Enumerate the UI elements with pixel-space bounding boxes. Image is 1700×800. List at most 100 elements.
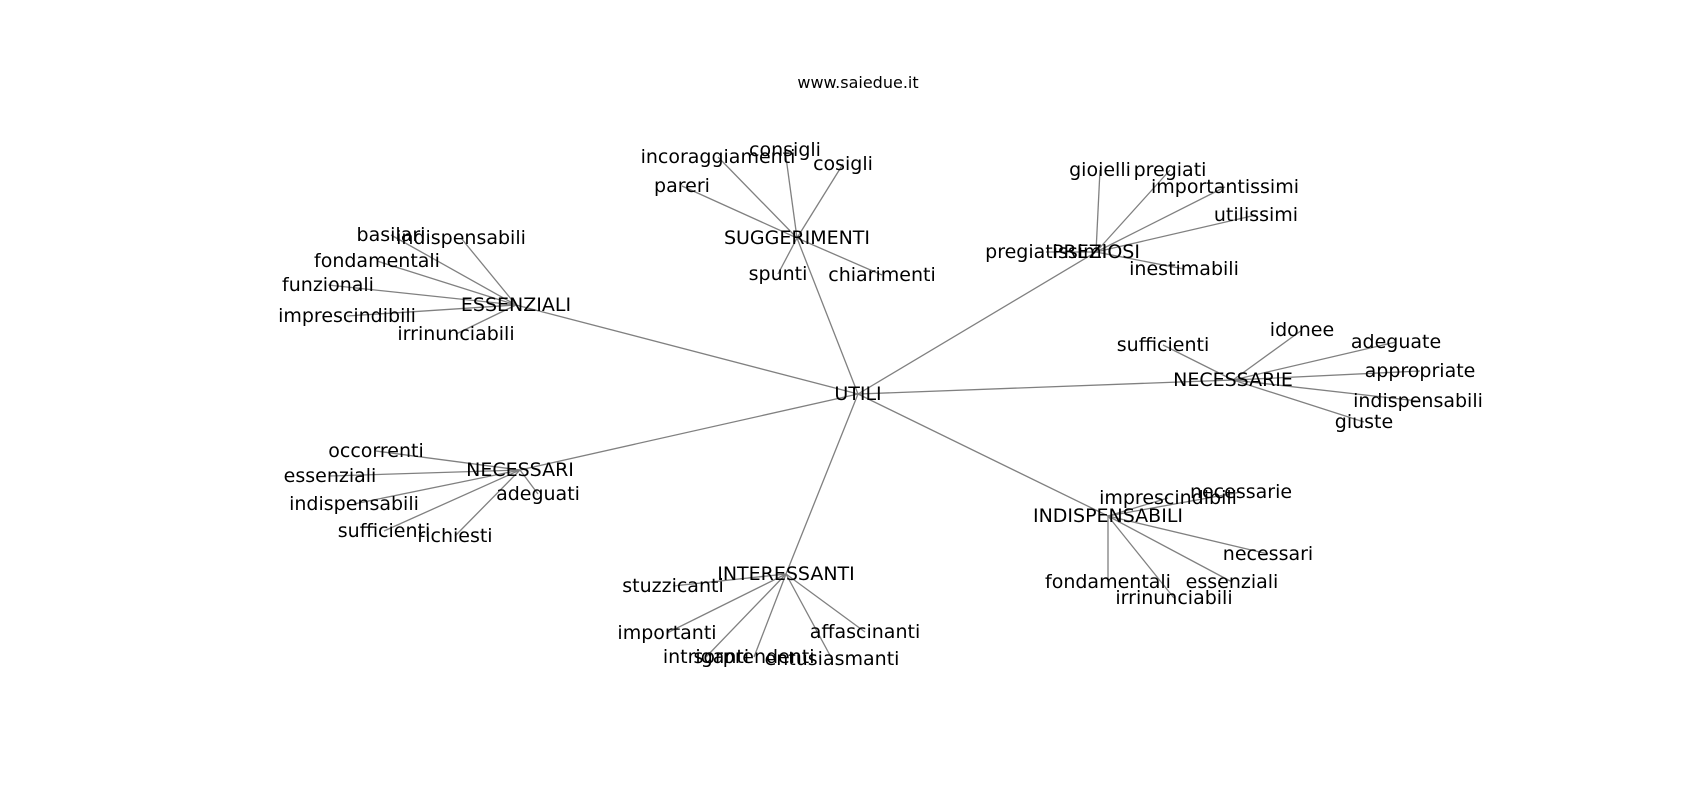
edge-root-to-group [857, 393, 1109, 517]
leaf-node: richiesti [417, 525, 492, 547]
root-node: UTILI [834, 383, 881, 405]
leaf-node: spunti [749, 263, 808, 285]
leaf-node: importanti [617, 622, 716, 644]
leaf-node: stuzzicanti [622, 575, 723, 597]
leaf-node: indispensabili [1353, 390, 1483, 412]
edge-group-to-leaf [1095, 186, 1226, 253]
leaf-node: incoraggiamenti [641, 146, 796, 168]
edge-group-to-leaf [383, 469, 521, 532]
leaf-node: importantissimi [1151, 176, 1299, 198]
leaf-node: idonee [1270, 319, 1334, 341]
edge-group-to-leaf [1232, 379, 1365, 423]
edge-group-to-leaf [1107, 515, 1233, 583]
leaf-node: essenziali [1186, 571, 1279, 593]
leaf-node: consigli [749, 139, 821, 161]
edge-group-to-leaf [1107, 491, 1242, 517]
edge-group-to-leaf [1095, 251, 1185, 270]
leaf-node: imprescindibili [278, 305, 416, 327]
leaf-node: inestimabili [1129, 258, 1239, 280]
site-url: www.saiedue.it [797, 73, 918, 92]
edge-group-to-leaf [1107, 515, 1175, 599]
edge-group-to-leaf [785, 573, 833, 660]
edge-group-to-leaf [1232, 341, 1397, 381]
edge-group-to-leaf [1232, 329, 1303, 381]
edge-root-to-group [519, 393, 859, 471]
leaf-node: irrinunciabili [1115, 587, 1232, 609]
edge-group-to-leaf [705, 573, 787, 658]
leaf-node: pregiati [1134, 159, 1207, 181]
group-node: INDISPENSABILI [1033, 505, 1183, 527]
group-node: SUGGERIMENTI [724, 227, 870, 249]
edge-group-to-leaf [353, 469, 521, 505]
edge-group-to-leaf [785, 573, 866, 633]
edge-root-to-group [796, 237, 859, 395]
edge-group-to-leaf [681, 185, 798, 239]
leaf-node: pareri [654, 175, 710, 197]
leaf-node: sorprendenti [693, 646, 814, 668]
edge-group-to-leaf [796, 163, 844, 239]
leaf-node: occorrenti [328, 440, 423, 462]
leaf-node: appropriate [1365, 360, 1476, 382]
leaf-node: adeguati [496, 483, 580, 505]
edge-group-to-leaf [454, 469, 521, 537]
edge-group-to-leaf [717, 156, 798, 239]
edge-group-to-leaf [1095, 214, 1257, 253]
edge-group-to-leaf [666, 573, 787, 634]
leaf-node: intriganti [663, 646, 749, 668]
leaf-node: indispensabili [396, 227, 526, 249]
leaf-node: gioielli [1069, 159, 1131, 181]
leaf-node: sufficienti [338, 520, 431, 542]
edge-group-to-leaf [327, 284, 517, 306]
leaf-node: entusiasmanti [765, 648, 900, 670]
leaf-node: necessari [1223, 543, 1313, 565]
leaf-node: adeguate [1351, 331, 1441, 353]
edge-group-to-leaf [460, 237, 517, 306]
edge-group-to-leaf [376, 260, 517, 306]
edge-group-to-leaf [375, 450, 521, 471]
edge-group-to-leaf [1107, 515, 1269, 555]
graph-edges [327, 149, 1421, 660]
leaf-node: sufficienti [1117, 334, 1210, 356]
edge-group-to-leaf [1232, 379, 1419, 402]
edge-group-to-leaf [753, 573, 787, 658]
edge-group-to-leaf [455, 304, 517, 335]
group-node: NECESSARI [466, 459, 574, 481]
graph-labels: UTILI SUGGERIMENTI consigliincoraggiamenti… [278, 139, 1483, 670]
edge-group-to-leaf [1095, 169, 1101, 253]
leaf-node: necessarie [1190, 481, 1292, 503]
group-node: INTERESSANTI [717, 563, 855, 585]
leaf-node: cosigli [813, 153, 873, 175]
leaf-node: fondamentali [314, 250, 440, 272]
edge-group-to-leaf [1232, 370, 1421, 381]
leaf-node: fondamentali [1045, 571, 1171, 593]
edge-group-to-leaf [346, 304, 517, 317]
leaf-node: imprescindibili [1099, 487, 1237, 509]
group-node: NECESSARIE [1173, 369, 1293, 391]
edge-group-to-leaf [390, 234, 517, 306]
group-node: ESSENZIALI [461, 294, 571, 316]
edge-group-to-leaf [672, 573, 787, 587]
leaf-node: pregiatissimi [985, 241, 1107, 263]
edge-group-to-leaf [1107, 497, 1169, 517]
leaf-node: funzionali [282, 274, 374, 296]
edge-root-to-group [857, 379, 1234, 395]
edge-group-to-leaf [796, 237, 883, 276]
leaf-node: utilissimi [1214, 204, 1298, 226]
leaf-node: affascinanti [810, 621, 920, 643]
leaf-node: essenziali [284, 465, 377, 487]
leaf-node: giuste [1335, 411, 1393, 433]
edge-group-to-leaf [777, 237, 798, 275]
edge-group-to-leaf [1162, 344, 1234, 381]
edge-root-to-group [785, 393, 859, 575]
edge-group-to-leaf [1095, 169, 1171, 253]
edge-group-to-leaf [784, 149, 798, 239]
leaf-node: indispensabili [289, 493, 419, 515]
group-node: PREZIOSI [1052, 241, 1140, 263]
edge-root-to-group [857, 251, 1097, 395]
leaf-node: basilari [357, 224, 426, 246]
edge-group-to-leaf [329, 469, 521, 477]
edge-root-to-group [515, 304, 859, 395]
leaf-node: chiarimenti [828, 264, 935, 286]
leaf-node: irrinunciabili [397, 323, 514, 345]
